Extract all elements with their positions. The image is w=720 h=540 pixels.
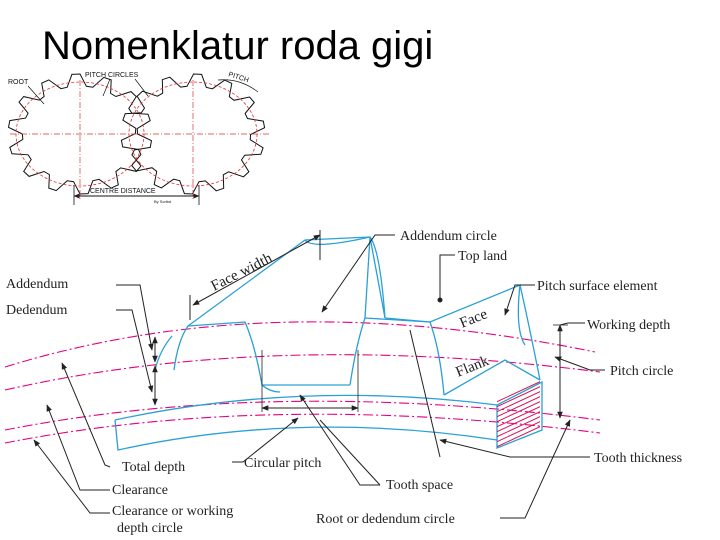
pitch-circles-leader-1	[102, 78, 111, 97]
centre-distance-label: CENTRE DISTANCE	[90, 188, 156, 195]
tooth-thickness-label: Tooth thickness	[594, 451, 682, 466]
face-label: Face	[458, 306, 491, 332]
total-depth-label: Total depth	[122, 460, 185, 475]
clearance-circle-arc	[4, 413, 601, 444]
gear-body-outline	[114, 236, 543, 451]
depth-circle-label: depth circle	[117, 521, 183, 536]
pitch-surface-element-label: Pitch surface element	[537, 279, 658, 294]
root-leader	[27, 85, 45, 105]
top-land-dot	[437, 297, 443, 303]
face-width-label: Face width	[209, 250, 276, 295]
meshing-gears-diagram: ROOT PITCH CIRCLES PITCH CENTRE DISTANCE…	[7, 71, 270, 205]
gear-outline	[120, 73, 266, 195]
tooth-nomenclature: Face width Addendum circle Top land Pitc…	[4, 229, 682, 536]
flank-label: Flank	[454, 353, 492, 381]
right-gear	[120, 73, 266, 195]
dedendum-label: Dedendum	[6, 303, 68, 318]
pitch-circles-label: PITCH CIRCLES	[85, 72, 139, 79]
addendum-circle-label: Addendum circle	[400, 229, 497, 244]
pitch-circle-label: Pitch circle	[610, 364, 673, 379]
addendum-label: Addendum	[6, 277, 68, 292]
watermark: By Scribd	[154, 199, 171, 204]
working-depth-circle-arc	[4, 400, 601, 431]
clearance-or-working-label: Clearance or working	[112, 504, 233, 519]
leader-lines	[33, 234, 605, 519]
pitch-circles-leader-2	[134, 78, 149, 97]
root-circle-label: Root or dedendum circle	[316, 512, 455, 527]
working-depth-label: Working depth	[587, 318, 670, 333]
tooth-space-label: Tooth space	[386, 478, 453, 493]
root-label: ROOT	[8, 79, 29, 86]
clearance-label: Clearance	[112, 483, 168, 498]
face-width-dimension	[189, 230, 321, 320]
pitch-arc	[217, 79, 259, 93]
top-land-label: Top land	[458, 249, 507, 264]
circular-pitch-label: Circular pitch	[244, 456, 321, 471]
slide-title: Nomenklatur roda gigi	[42, 24, 434, 68]
addendum-circle-arc	[4, 321, 596, 368]
